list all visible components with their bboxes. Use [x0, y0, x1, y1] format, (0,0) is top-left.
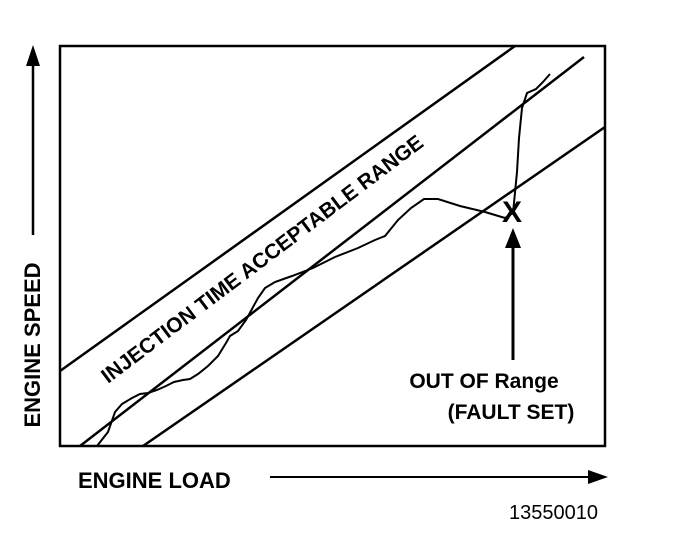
x-axis-arrow [270, 470, 608, 484]
figure-code: 13550010 [509, 502, 598, 524]
band-label: INJECTION TIME ACCEPTABLE RANGE [97, 131, 428, 388]
range-lower-limit-line [142, 125, 605, 446]
fault-callout-line2: (FAULT SET) [448, 401, 575, 424]
fault-callout-line1: OUT OF Range [409, 370, 558, 393]
fault-marker: X [502, 196, 522, 229]
injection-time-trace [96, 73, 551, 446]
plot-frame [58, 44, 607, 448]
y-axis-arrow [26, 45, 40, 235]
y-axis-label: ENGINE SPEED [20, 262, 45, 427]
fault-pointer-arrow [505, 228, 521, 360]
x-axis-label: ENGINE LOAD [78, 468, 231, 493]
range-upper-limit-line [60, 46, 516, 373]
range-middle-line [79, 56, 585, 446]
